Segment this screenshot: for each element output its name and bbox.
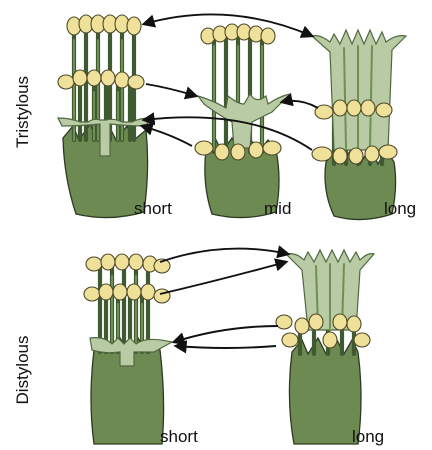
long-anther-whorl: [86, 254, 170, 273]
mid-anther-whorl: [58, 70, 144, 89]
anther: [84, 287, 100, 301]
morph-label-mid: mid: [264, 199, 291, 218]
distylous-short-flower: short: [84, 254, 198, 446]
anther: [282, 333, 298, 347]
row-label-distylous: Distylous: [13, 336, 32, 405]
tristylous-long-flower: long: [312, 30, 416, 220]
arrow-short-anthers-to-long-style: [160, 262, 286, 294]
anther: [129, 254, 143, 270]
anther: [276, 315, 292, 329]
anther: [154, 289, 170, 303]
anther: [365, 146, 379, 162]
anther: [309, 314, 323, 330]
anther: [127, 284, 141, 300]
anther: [263, 141, 281, 155]
morph-label-short: short: [134, 199, 172, 218]
morph-label-long-distylous: long: [352, 427, 384, 446]
short-anther-whorl: [276, 314, 370, 348]
anther: [349, 148, 363, 164]
tristylous-short-flower: short: [58, 15, 172, 218]
anther: [231, 144, 245, 160]
anther: [128, 75, 144, 89]
anther: [87, 70, 101, 86]
row-label-tristylous: Tristylous: [13, 76, 32, 148]
anther: [101, 254, 115, 270]
anther: [73, 70, 87, 86]
long-anther-whorl: [67, 15, 141, 35]
anther: [115, 72, 129, 88]
morph-label-short-distylous: short: [160, 427, 198, 446]
anther: [333, 314, 347, 330]
arrow-short-anthers-to-short-style-lower: [176, 346, 276, 348]
anther: [215, 144, 229, 160]
anther: [249, 142, 263, 158]
short-anther-whorl: [84, 284, 170, 303]
anther: [141, 284, 155, 300]
morph-label-long: long: [384, 199, 416, 218]
anther: [347, 100, 361, 116]
anther: [333, 100, 347, 116]
anther: [361, 100, 375, 116]
anther: [115, 254, 129, 270]
anther: [333, 148, 347, 164]
arrow-mid-anthers-to-mid-style: [146, 84, 196, 96]
style-mid: [198, 94, 290, 148]
anther: [101, 70, 115, 86]
anther: [99, 284, 113, 300]
anther: [127, 17, 141, 35]
anther: [261, 28, 275, 44]
anther: [86, 257, 102, 271]
anther: [347, 316, 361, 332]
anther: [295, 318, 309, 334]
anther: [195, 141, 213, 155]
tristylous-mid-flower: mid: [195, 24, 291, 218]
anther: [58, 75, 74, 89]
arrow-long-anthers-to-long-style: [160, 249, 288, 262]
distylous-pollination-arrows: [160, 249, 288, 348]
anther: [379, 145, 397, 159]
arrow-mid-short-anthers-to-short-style: [142, 126, 192, 146]
arrow-short-anthers-to-short-style: [174, 326, 278, 342]
distylous-long-flower: long: [276, 250, 384, 446]
anther: [323, 332, 337, 348]
arrow-long-mid-anthers-to-mid-style: [282, 101, 318, 108]
anther: [113, 284, 127, 300]
anther: [376, 103, 392, 117]
anther: [312, 147, 332, 161]
anther: [354, 333, 370, 347]
